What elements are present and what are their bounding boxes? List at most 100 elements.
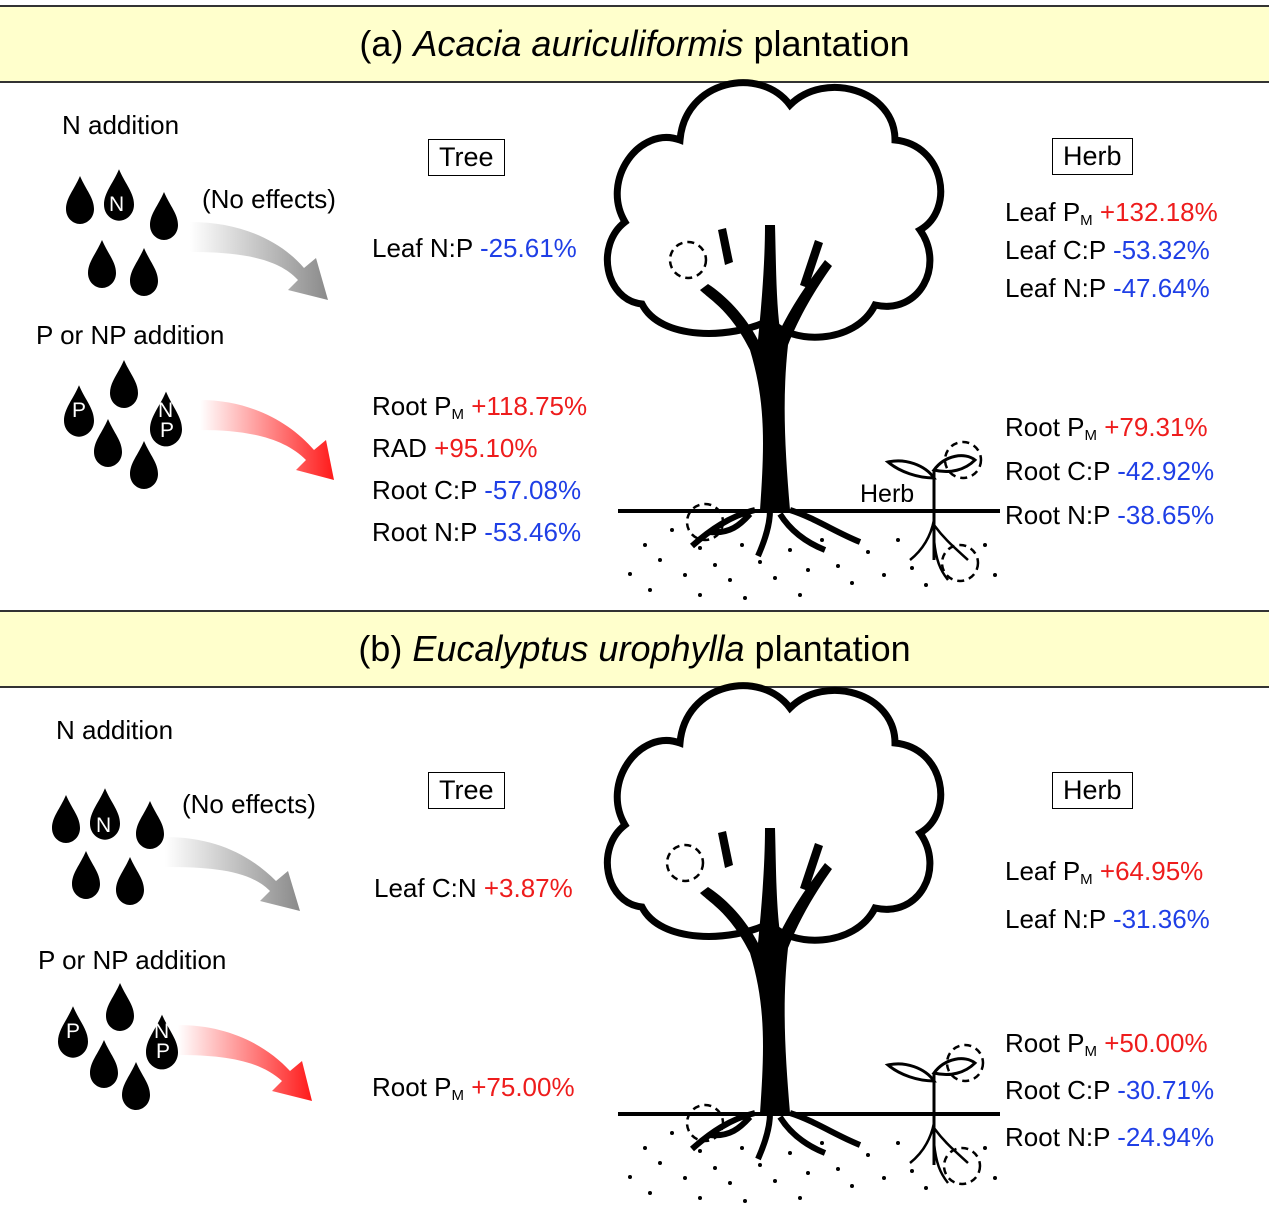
effect-line: Leaf N:P -25.61% xyxy=(372,235,577,261)
drop-letter-n: N xyxy=(96,814,112,837)
n-drops xyxy=(66,169,178,296)
effect-value: -53.46% xyxy=(484,517,582,547)
effect-variable: Root N:P xyxy=(372,517,478,547)
effect-variable: Leaf N:P xyxy=(1005,273,1106,303)
effect-variable: Root C:P xyxy=(1005,456,1111,486)
effect-value: -31.36% xyxy=(1112,904,1210,934)
soil-dots xyxy=(628,1131,997,1203)
gradient-arrow-icon xyxy=(165,837,300,911)
effect-value: -42.92% xyxy=(1117,456,1215,486)
effect-line: Leaf PM +64.95% xyxy=(1005,858,1203,887)
effect-line: Root N:P -24.94% xyxy=(1005,1124,1214,1150)
drop-letter-p: P xyxy=(66,1020,81,1043)
effect-line: Leaf N:P -47.64% xyxy=(1005,275,1210,301)
effect-variable: RAD xyxy=(372,433,427,463)
panel-a-title-prefix: (a) xyxy=(359,23,404,64)
effect-variable-subscript: M xyxy=(451,406,465,423)
water-drop-icon xyxy=(110,360,138,408)
n-drops xyxy=(52,788,164,905)
effect-line: Leaf C:N +3.87% xyxy=(374,875,573,901)
drop-letter-np-p: P xyxy=(156,1040,171,1063)
effect-variable: Root N:P xyxy=(1005,500,1111,530)
tree-icon xyxy=(607,83,940,558)
effect-value: +75.00% xyxy=(471,1072,575,1102)
panel-b: N addition (No effects) P or NP addition… xyxy=(0,605,1269,1209)
effect-variable: Leaf C:N xyxy=(374,873,477,903)
tree-icon xyxy=(607,686,940,1161)
effect-variable-subscript: M xyxy=(1084,427,1098,444)
seedling-icon xyxy=(884,440,983,583)
effect-value: -47.64% xyxy=(1112,273,1210,303)
effect-variable-subscript: M xyxy=(451,1087,465,1104)
effect-variable: Root P xyxy=(1005,412,1085,442)
drop-letter-np-n: N xyxy=(154,1020,170,1043)
water-drop-icon xyxy=(130,441,158,489)
panel-b-title-prefix: (b) xyxy=(358,628,403,669)
herb-box-label: Herb xyxy=(1052,138,1133,175)
water-drop-icon xyxy=(122,1062,150,1110)
drop-letter-n: N xyxy=(109,193,125,216)
seedling-icon xyxy=(884,1043,985,1186)
effect-line: RAD +95.10% xyxy=(372,435,538,461)
effect-line: Root N:P -38.65% xyxy=(1005,502,1214,528)
gradient-arrow-icon xyxy=(178,1025,312,1101)
effect-value: -25.61% xyxy=(479,233,577,263)
n-addition-label: N addition xyxy=(62,110,180,140)
effect-line: Root PM +75.00% xyxy=(372,1074,575,1103)
water-drop-icon xyxy=(130,248,158,296)
p-np-addition-label: P or NP addition xyxy=(36,320,225,350)
water-drop-icon xyxy=(150,192,178,240)
effect-line: Leaf N:P -31.36% xyxy=(1005,906,1210,932)
effect-line: Leaf C:P -53.32% xyxy=(1005,237,1210,263)
panel-b-title-banner: (b) Eucalyptus urophylla plantation xyxy=(0,610,1269,688)
panel-a-title-species: Acacia auriculiformis xyxy=(413,23,744,64)
effect-value: -38.65% xyxy=(1117,500,1215,530)
drop-letter-np-p: P xyxy=(160,419,175,442)
effect-line: Leaf PM +132.18% xyxy=(1005,199,1218,228)
effect-line: Root PM +50.00% xyxy=(1005,1030,1208,1059)
panel-b-title-species: Eucalyptus urophylla xyxy=(412,628,745,669)
water-drop-icon xyxy=(116,857,144,905)
drop-letter-np-n: N xyxy=(158,399,174,422)
panel-a: N addition (No effects) P or NP addition… xyxy=(36,0,1218,600)
water-drop-icon xyxy=(136,801,164,849)
no-effects-label: (No effects) xyxy=(202,184,336,214)
water-drop-icon xyxy=(106,983,134,1031)
water-drop-icon xyxy=(88,240,116,288)
effect-line: Root C:P -42.92% xyxy=(1005,458,1214,484)
panel-a-title-suffix: plantation xyxy=(753,23,910,64)
effect-value: -53.32% xyxy=(1112,235,1210,265)
effect-line: Root PM +118.75% xyxy=(372,393,587,422)
tree-label: Tree xyxy=(428,139,505,176)
effect-variable: Leaf P xyxy=(1005,197,1081,227)
effect-value: +132.18% xyxy=(1099,197,1218,227)
drop-letter-p: P xyxy=(72,399,87,422)
effect-line: Root PM +79.31% xyxy=(1005,414,1208,443)
effect-line: Root C:P -30.71% xyxy=(1005,1077,1214,1103)
effect-value: +64.95% xyxy=(1099,856,1204,886)
effect-value: -57.08% xyxy=(484,475,582,505)
water-drop-icon xyxy=(90,1040,118,1088)
effect-variable: Leaf P xyxy=(1005,856,1081,886)
water-drop-icon xyxy=(94,419,122,467)
effect-variable: Leaf N:P xyxy=(1005,904,1106,934)
effect-variable-subscript: M xyxy=(1084,1043,1098,1060)
effect-variable: Leaf N:P xyxy=(372,233,473,263)
effect-variable: Root C:P xyxy=(372,475,478,505)
effect-value: +118.75% xyxy=(471,391,588,421)
water-drop-icon xyxy=(66,176,94,224)
effect-variable: Root C:P xyxy=(1005,1075,1111,1105)
effect-line: Root N:P -53.46% xyxy=(372,519,581,545)
effect-value: +79.31% xyxy=(1104,412,1208,442)
panel-a-illustration xyxy=(64,0,1000,600)
soil-dots xyxy=(628,528,997,600)
water-drop-icon xyxy=(52,795,80,843)
n-addition-label: N addition xyxy=(56,715,174,745)
effect-value: +3.87% xyxy=(483,873,573,903)
herb-plant-label: Herb xyxy=(860,480,915,508)
effect-variable-subscript: M xyxy=(1080,212,1093,229)
panel-b-title-suffix: plantation xyxy=(754,628,911,669)
panel-b-illustration xyxy=(52,605,1000,1203)
effect-variable-subscript: M xyxy=(1080,871,1093,888)
water-drop-icon xyxy=(72,851,100,899)
